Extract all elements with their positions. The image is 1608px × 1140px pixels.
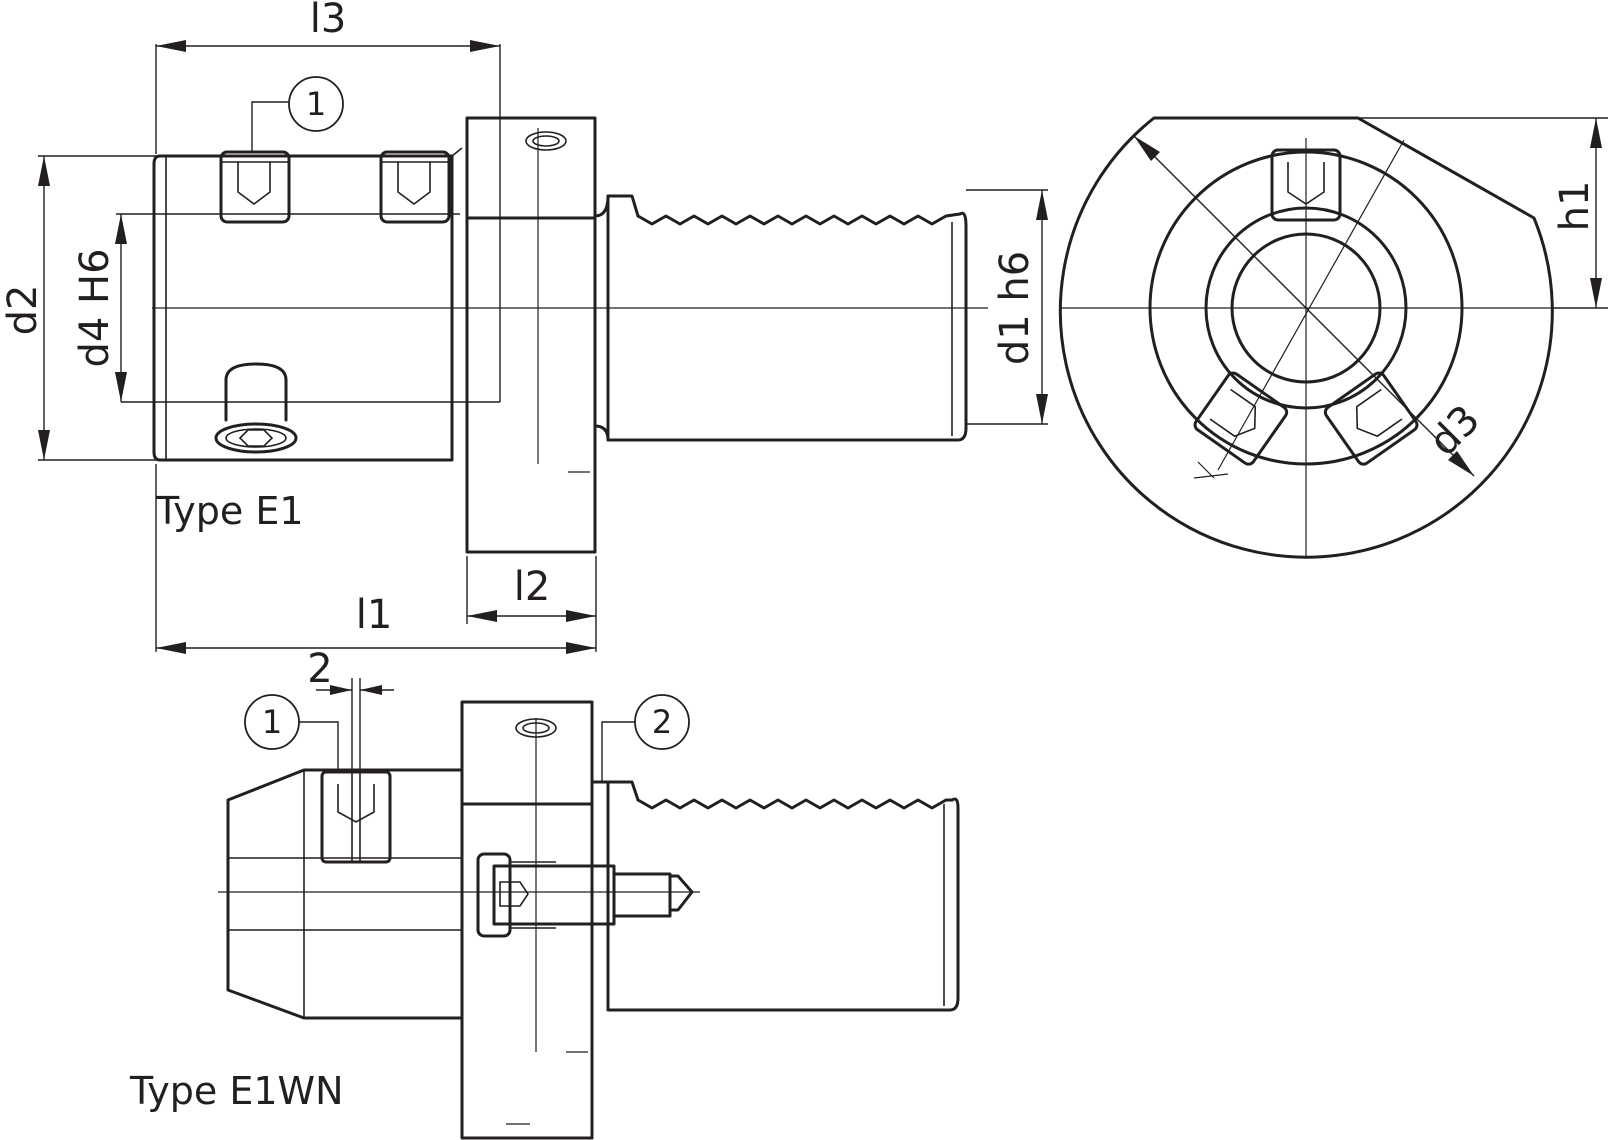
e1wn-body (226, 768, 464, 1020)
screw-icon (1193, 371, 1289, 466)
balloon-screw-e1wn: 1 (244, 694, 339, 772)
flange-hole-icon (525, 131, 567, 151)
e1wn-threaded-shank (590, 780, 960, 1012)
e1-clamp-screws (214, 150, 451, 454)
balloon-coolant-e1wn: 2 (601, 694, 690, 782)
dimension-d4: d4 H6 (72, 213, 460, 402)
dim-label-l1: l1 (356, 592, 393, 638)
dim-label-l2: l2 (514, 564, 551, 610)
e1-side-view (152, 116, 988, 554)
dimension-l1: l1 (155, 464, 597, 654)
dimension-d1: d1 h6 (966, 189, 1048, 425)
dimension-d3: d3 (1133, 135, 1489, 477)
dimension-d2: d2 (0, 155, 158, 461)
e1wn-flange (460, 700, 594, 1140)
e1-bore-body (152, 147, 463, 462)
balloon-label: 2 (652, 703, 672, 741)
dim-label-d1: d1 h6 (992, 251, 1038, 365)
e1wn-side-view (218, 700, 960, 1140)
dim-label-offset: 2 (307, 646, 332, 692)
dim-label-h1: h1 (1552, 181, 1598, 232)
screw-icon (1323, 371, 1419, 466)
dimension-offset: 2 (307, 646, 394, 770)
view-title-e1wn: Type E1WN (129, 1069, 344, 1113)
screw-icon (214, 362, 298, 454)
screw-icon (219, 150, 291, 224)
dim-label-d4: d4 H6 (72, 248, 118, 367)
e1-threaded-shank (593, 194, 968, 442)
e1-flange (465, 116, 597, 554)
flange-outline (1058, 116, 1554, 559)
coolant-screw-icon (476, 852, 694, 938)
e1-front-view (1058, 116, 1554, 559)
screw-icon (379, 150, 451, 224)
dimension-l2: l2 (466, 556, 596, 624)
dim-label-d2: d2 (0, 285, 46, 336)
balloon-label: 1 (262, 703, 282, 741)
balloon-screw-e1: 1 (251, 76, 344, 152)
dimension-l3: l3 (121, 0, 501, 403)
dim-label-d3: d3 (1421, 397, 1489, 465)
dim-label-l3: l3 (310, 0, 347, 42)
dimension-h1: h1 (1358, 117, 1608, 309)
view-title-e1: Type E1 (155, 489, 304, 533)
balloon-label: 1 (306, 85, 326, 123)
screw-icon (320, 770, 392, 864)
